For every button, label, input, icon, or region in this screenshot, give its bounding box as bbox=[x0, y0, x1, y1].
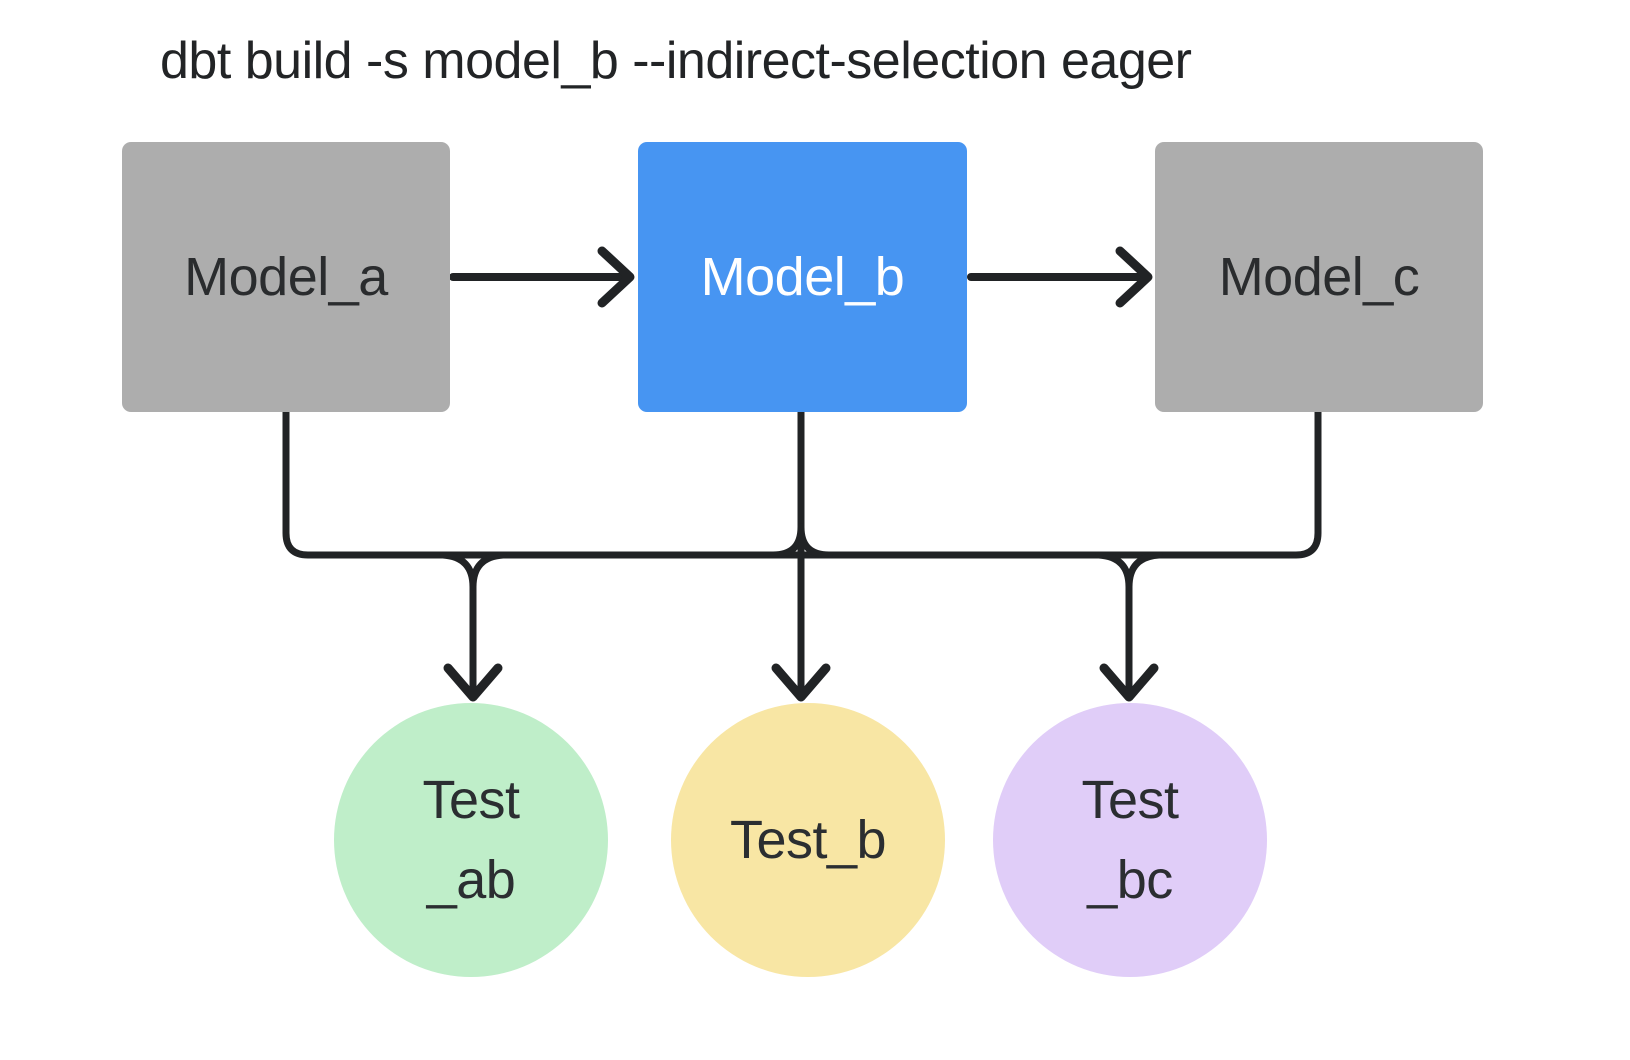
test-bc-label-line2: _bc bbox=[1087, 850, 1173, 910]
test-ab-label-line2: _ab bbox=[426, 850, 516, 910]
edge-model-b-bus-fillet-left bbox=[769, 523, 805, 559]
model-a-label: Model_a bbox=[184, 247, 388, 307]
test-b-node: Test_b bbox=[671, 703, 945, 977]
edge-to-test-bc-arrowhead-icon bbox=[1099, 663, 1159, 702]
edge-model-b-bus-fillet-right bbox=[797, 523, 833, 559]
model-c-label: Model_c bbox=[1218, 247, 1420, 307]
edge-model-b-to-model-c-arrowhead-icon bbox=[1115, 246, 1153, 308]
test-bc-node: Test _bc bbox=[993, 703, 1267, 977]
model-b-label: Model_b bbox=[700, 247, 905, 307]
test-b-label: Test_b bbox=[729, 810, 887, 870]
diagram-title: dbt build -s model_b --indirect-selectio… bbox=[160, 32, 1192, 90]
test-ab-label-line1: Test bbox=[422, 770, 520, 830]
test-ab-node: Test _ab bbox=[334, 703, 608, 977]
model-c-node: Model_c bbox=[1155, 142, 1483, 412]
edge-model-a-to-model-b-arrowhead-icon bbox=[597, 246, 635, 308]
model-b-node: Model_b bbox=[638, 142, 967, 412]
edge-bus-to-test-bc-fillet bbox=[1125, 551, 1163, 591]
edge-to-test-ab-arrowhead-icon bbox=[443, 663, 503, 702]
test-bc-label-line1: Test bbox=[1081, 770, 1179, 830]
edge-bus-to-test-ab-fillet bbox=[469, 551, 507, 591]
model-a-node: Model_a bbox=[122, 142, 450, 412]
edge-to-test-b-arrowhead-icon bbox=[771, 663, 831, 702]
